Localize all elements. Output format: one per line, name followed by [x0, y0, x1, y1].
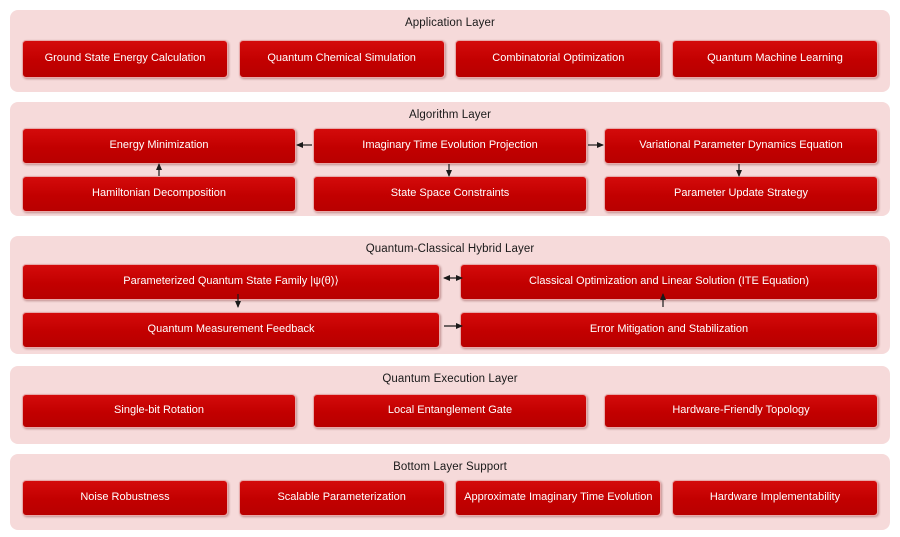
layer-algorithm-row-bottom: Hamiltonian Decomposition State Space Co…	[22, 176, 878, 212]
node-state-space-constraints[interactable]: State Space Constraints	[313, 176, 587, 212]
layer-algorithm-title: Algorithm Layer	[408, 109, 492, 121]
node-quantum-measurement-feedback[interactable]: Quantum Measurement Feedback	[22, 312, 440, 348]
node-error-mitigation-and-stabilization[interactable]: Error Mitigation and Stabilization	[460, 312, 878, 348]
node-parameter-update-strategy[interactable]: Parameter Update Strategy	[604, 176, 878, 212]
layer-execution-title: Quantum Execution Layer	[382, 373, 518, 385]
node-quantum-machine-learning[interactable]: Quantum Machine Learning	[671, 40, 878, 78]
layer-application-row: Ground State Energy Calculation Quantum …	[22, 40, 878, 78]
node-parameterized-quantum-state-family[interactable]: Parameterized Quantum State Family |ψ(θ)…	[22, 264, 440, 300]
node-imaginary-time-evolution-projection[interactable]: Imaginary Time Evolution Projection	[313, 128, 587, 164]
layer-quantum-execution: Quantum Execution Layer Single-bit Rotat…	[10, 366, 890, 444]
node-variational-parameter-dynamics-equation[interactable]: Variational Parameter Dynamics Equation	[604, 128, 878, 164]
layer-algorithm: Algorithm Layer Energy Minimization Imag…	[10, 102, 890, 216]
node-hardware-implementability[interactable]: Hardware Implementability	[671, 480, 878, 516]
layer-application-title: Application Layer	[405, 17, 495, 29]
node-combinatorial-optimization[interactable]: Combinatorial Optimization	[455, 40, 662, 78]
node-single-bit-rotation[interactable]: Single-bit Rotation	[22, 394, 296, 428]
layer-hybrid-row-top: Parameterized Quantum State Family |ψ(θ)…	[22, 264, 878, 300]
layer-hybrid-title: Quantum-Classical Hybrid Layer	[365, 243, 535, 255]
node-quantum-chemical-simulation[interactable]: Quantum Chemical Simulation	[238, 40, 445, 78]
layer-bottom-title: Bottom Layer Support	[393, 461, 507, 473]
node-noise-robustness[interactable]: Noise Robustness	[22, 480, 228, 516]
node-hardware-friendly-topology[interactable]: Hardware-Friendly Topology	[604, 394, 878, 428]
layer-execution-row: Single-bit Rotation Local Entanglement G…	[22, 394, 878, 428]
layer-application: Application Layer Ground State Energy Ca…	[10, 10, 890, 92]
layer-bottom-row: Noise Robustness Scalable Parameterizati…	[22, 480, 878, 516]
node-hamiltonian-decomposition[interactable]: Hamiltonian Decomposition	[22, 176, 296, 212]
layer-bottom-support: Bottom Layer Support Noise Robustness Sc…	[10, 454, 890, 530]
layer-hybrid-row-bottom: Quantum Measurement Feedback Error Mitig…	[22, 312, 878, 348]
node-ground-state-energy-calculation[interactable]: Ground State Energy Calculation	[22, 40, 228, 78]
node-scalable-parameterization[interactable]: Scalable Parameterization	[238, 480, 445, 516]
node-approximate-imaginary-time-evolution[interactable]: Approximate Imaginary Time Evolution	[455, 480, 662, 516]
layer-quantum-classical-hybrid: Quantum-Classical Hybrid Layer Parameter…	[10, 236, 890, 354]
node-local-entanglement-gate[interactable]: Local Entanglement Gate	[313, 394, 587, 428]
layer-algorithm-row-top: Energy Minimization Imaginary Time Evolu…	[22, 128, 878, 164]
node-classical-optimization-and-linear-solution[interactable]: Classical Optimization and Linear Soluti…	[460, 264, 878, 300]
node-energy-minimization[interactable]: Energy Minimization	[22, 128, 296, 164]
